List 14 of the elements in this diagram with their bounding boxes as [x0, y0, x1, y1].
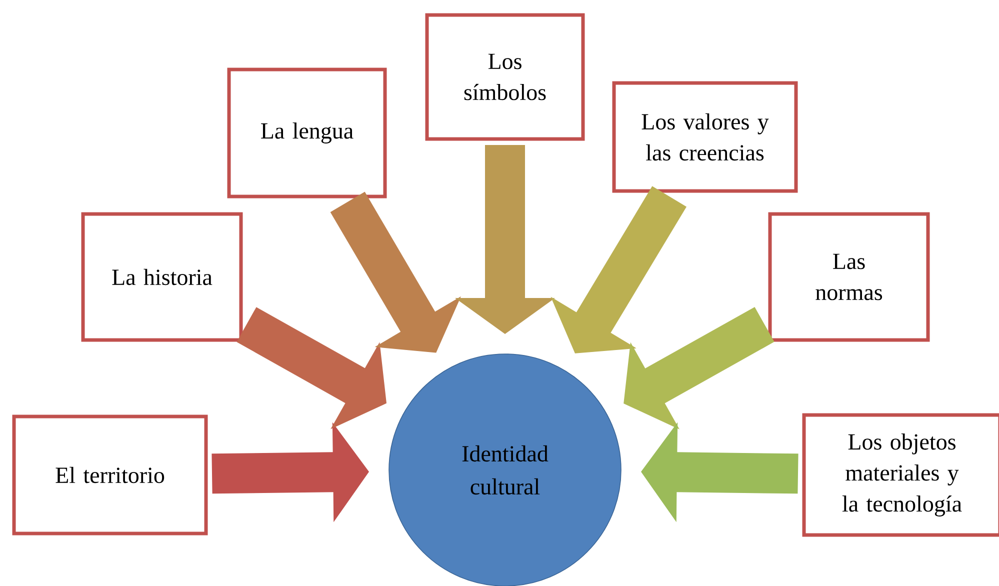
block-arrow: [624, 306, 774, 430]
block-arrow: [330, 192, 461, 353]
concept-box: La lengua: [227, 68, 387, 198]
concept-box: El territorio: [12, 414, 208, 536]
concept-box: Los símbolos: [425, 13, 585, 141]
block-arrow: [455, 145, 555, 334]
concept-box: Las normas: [768, 212, 930, 342]
block-arrow: [641, 422, 798, 522]
concept-box: Los objetos materiales y la tecnología: [802, 413, 999, 537]
block-arrow: [212, 422, 369, 522]
block-arrow: [550, 186, 686, 354]
block-arrow: [236, 307, 386, 430]
concept-box: La historia: [81, 212, 243, 342]
concept-box: Los valores y las creencias: [612, 81, 798, 193]
